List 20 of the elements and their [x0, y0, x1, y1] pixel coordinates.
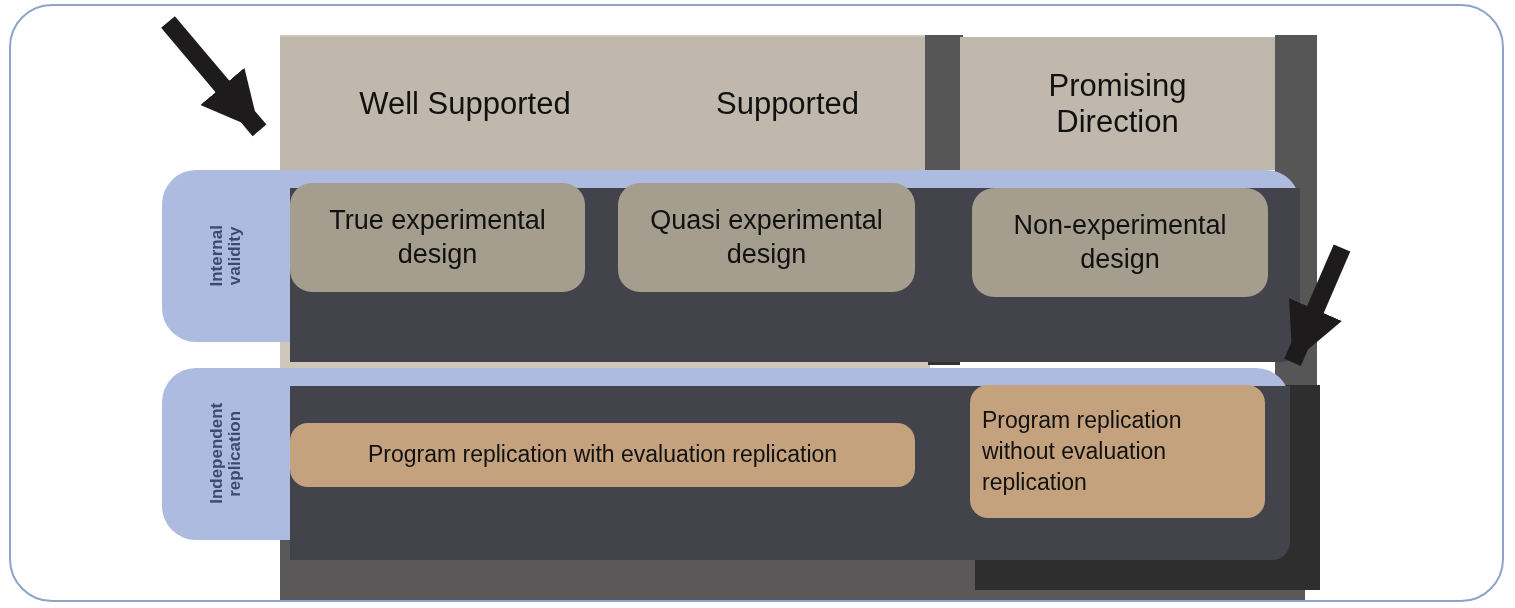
design-box [618, 183, 915, 292]
design-box [290, 183, 585, 292]
design-box [972, 188, 1268, 297]
box-label: Promising Direction [1047, 67, 1188, 140]
box-label: Program replication with evaluation replication [367, 440, 838, 470]
arrow [161, 16, 267, 137]
box-label: Program replication without evaluation replication [982, 405, 1183, 497]
box-label: Non-experimental design [1012, 208, 1228, 276]
box-label: Supported [715, 85, 860, 122]
box-label: True experimental design [328, 203, 547, 271]
replication-box [290, 423, 915, 487]
replication-box [970, 385, 1265, 518]
row-label: Internal validity [208, 224, 244, 289]
column-header [960, 37, 1275, 170]
box-label: Quasi experimental design [649, 203, 884, 271]
column-header [650, 37, 925, 170]
box-label: Well Supported [359, 85, 571, 122]
row-label: Independent replication [208, 403, 244, 504]
column-header [280, 37, 650, 170]
arrow [1284, 244, 1351, 366]
